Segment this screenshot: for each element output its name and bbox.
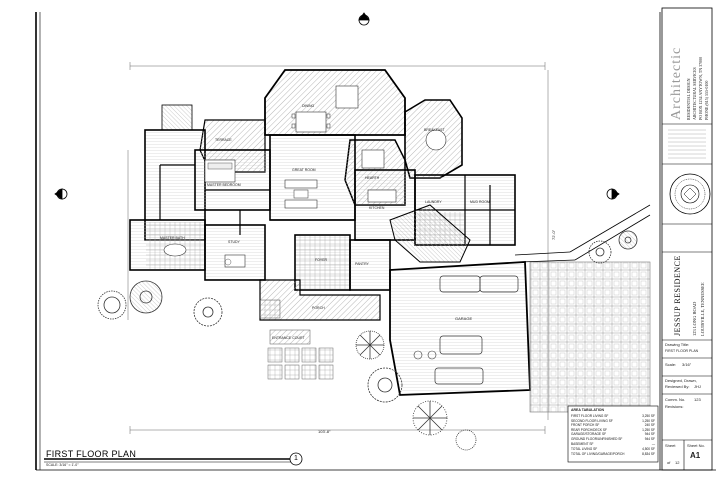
reviewed-label: Reviewed By:: [665, 384, 690, 389]
area-row-value: 944 SF: [644, 436, 655, 441]
room-label-study: STUDY: [228, 240, 240, 244]
front-porch: [259, 279, 381, 321]
of-value: 12: [675, 460, 680, 465]
rear-sunroom: [264, 69, 406, 136]
address-line-1: 123 LONG ROAD: [692, 301, 697, 336]
firm-name: Architectic: [669, 46, 684, 120]
area-row: FIRST FLOOR LIVING SF 3,250 SF: [571, 414, 655, 419]
detail-number: 1: [294, 455, 298, 462]
overall-depth-dimension: 72'-0": [551, 229, 556, 240]
area-row-label: SECOND FLOOR LIVING SF: [571, 418, 613, 423]
sheet-label: Sheet: [665, 443, 676, 448]
address-line-2: LOUISVILLE, TENNESSEE: [700, 282, 705, 336]
area-table-rows: FIRST FLOOR LIVING SF 3,250 SF SECOND FLO…: [571, 414, 655, 457]
room-label-foyer: FOYER: [315, 258, 328, 262]
foyer-tile: [296, 236, 349, 289]
overall-width-dimension: 103'-8": [318, 429, 331, 434]
area-total-value: 4,500 SF: [642, 447, 655, 452]
drawing-title: FIRST FLOOR PLAN: [46, 449, 137, 459]
dining-table: [295, 111, 327, 133]
garage-walls: [389, 261, 531, 396]
area-row: REAR PORCH/DECK SF 1,250 SF: [571, 428, 655, 433]
scale-label: Scale:: [665, 362, 677, 367]
room-label-laundry: LAUNDRY: [425, 200, 442, 204]
revisions-label: Revisions:: [665, 404, 684, 409]
area-row: BASEMENT SF —: [571, 442, 655, 447]
firm-line-2: ARCHITECTURAL SERVICES: [692, 67, 697, 120]
area-row-value: 3,250 SF: [642, 414, 655, 418]
room-label-entry-court: ENTRANCE COURT: [272, 336, 305, 340]
section-marker-top: [358, 12, 370, 26]
room-label-hearth: HEARTH: [365, 176, 380, 180]
rear-stairs: [161, 104, 193, 131]
reviewed-value: JHJ: [694, 384, 701, 389]
comm-label: Comm. No.: [665, 397, 686, 402]
area-row: GARAGE/STORAGE SF 944 SF: [571, 432, 655, 437]
area-row-value: 1,250 SF: [642, 427, 655, 432]
room-label-master-bedroom: MASTER BEDROOM: [207, 183, 241, 187]
area-row: FRONT PORCH SF 240 SF: [571, 423, 655, 428]
firm-line-3: PO BOX 1234 ANYTOWN, TN 37000: [698, 56, 703, 120]
drawing-scale-note: SCALE: 3/16" = 1'-0": [46, 463, 79, 467]
area-table-frame: [567, 405, 659, 463]
room-label-pantry: PANTRY: [355, 262, 369, 266]
sheet-value: A1: [690, 451, 701, 460]
comm-value: 123: [694, 397, 701, 402]
drawing-title-label: Drawing Title:: [665, 342, 690, 347]
area-row-label: FIRST FLOOR LIVING SF: [571, 414, 609, 418]
area-row-label: GARAGE/STORAGE SF: [571, 432, 607, 437]
area-row-value: 944 SF: [644, 432, 655, 437]
motor-court-pavers: [529, 261, 651, 413]
drawing-title-value: FIRST FLOOR PLAN: [665, 349, 699, 353]
section-marker-right: [606, 188, 620, 200]
front-walk-pavers: [267, 347, 334, 380]
designed-label: Designed, Drawn,: [665, 378, 697, 383]
room-label-great-room: GREAT ROOM: [292, 168, 316, 172]
room-label-kitchen: KITCHEN: [369, 206, 385, 210]
room-label-dining: DINING: [302, 104, 315, 108]
area-row-label: REAR PORCH/DECK SF: [571, 427, 607, 432]
room-label-garage: GARAGE: [455, 316, 473, 321]
section-marker-left: [54, 188, 68, 200]
driveway: [514, 204, 651, 263]
area-row-value: 240 SF: [644, 423, 655, 428]
room-label-breakfast: BREAKFAST: [424, 128, 445, 132]
landscape-trees: [97, 230, 638, 451]
area-row-label: GROUND FLOOR/UNFINISHED SF: [571, 436, 623, 441]
room-label-master-bath: MASTER BATH: [160, 236, 185, 240]
project-name: JESSUP RESIDENCE: [673, 255, 682, 336]
sheet-no-label: Sheet No.: [687, 443, 705, 448]
area-row-label: BASEMENT SF: [571, 441, 594, 446]
room-label-terrace: TERRACE: [215, 138, 232, 142]
breezeway: [389, 204, 471, 263]
area-row: GROUND FLOOR/UNFINISHED SF 944 SF: [571, 437, 655, 442]
area-row-value: —: [651, 441, 655, 446]
area-table-title: AREA TABULATION: [571, 408, 604, 412]
area-row: SECOND FLOOR LIVING SF 1,250 SF: [571, 419, 655, 424]
firm-line-1: RESIDENTIAL DESIGN: [686, 78, 691, 120]
kitchen-island: [367, 189, 397, 203]
firm-line-4: PHONE (615) 555-0100: [704, 80, 709, 120]
area-total-label: TOTAL LIVING SF: [571, 447, 598, 452]
area-grand-label: TOTAL OF LIVING/GARAGE/PORCH: [571, 452, 625, 457]
area-row-value: 1,250 SF: [642, 418, 655, 423]
title-block-frame: [661, 7, 713, 471]
room-label-mud-room: MUD ROOM: [470, 200, 490, 204]
area-grand-value: 8,834 SF: [642, 452, 655, 457]
area-grand-row: TOTAL OF LIVING/GARAGE/PORCH 8,834 SF: [571, 452, 655, 457]
room-label-porch: PORCH: [312, 306, 325, 310]
of-label: of: [667, 460, 671, 465]
garage-cars: [434, 275, 519, 385]
area-row-label: FRONT PORCH SF: [571, 423, 600, 428]
architect-seal-icon: [669, 173, 711, 215]
scale-value: 3/16": [682, 362, 692, 367]
area-total-row: TOTAL LIVING SF 4,500 SF: [571, 447, 655, 452]
detail-callout-circle: [289, 452, 303, 466]
